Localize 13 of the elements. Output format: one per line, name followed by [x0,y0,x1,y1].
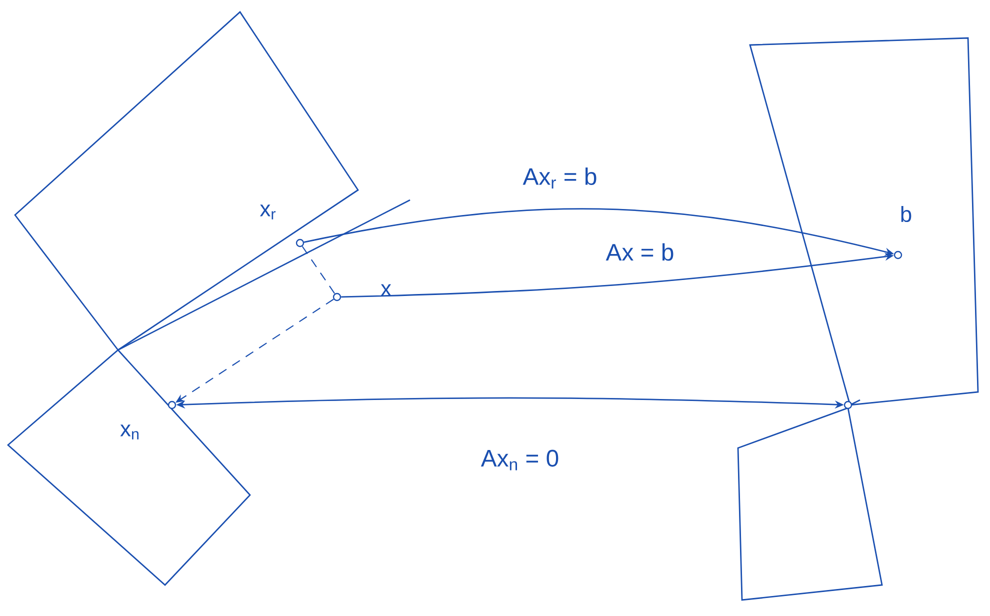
node-label: b [901,206,912,222]
zero-point [844,400,852,410]
subspace-box [14,10,410,351]
edge-label: Ax = b [604,242,676,262]
vector-point: x$_{r}$ [258,204,304,248]
edge-label: Ax$_{n}$ = 0 [480,448,560,472]
node-label: x$_{r}$ [260,204,276,220]
vector-point: b [894,204,914,260]
subspace-box [737,407,883,601]
node-label: x$_{n}$ [120,424,139,440]
subspace-box [749,37,979,406]
vector-point: x$_{n}$ [119,400,176,440]
edge-label: Ax$_{r}$ = b [522,166,598,190]
